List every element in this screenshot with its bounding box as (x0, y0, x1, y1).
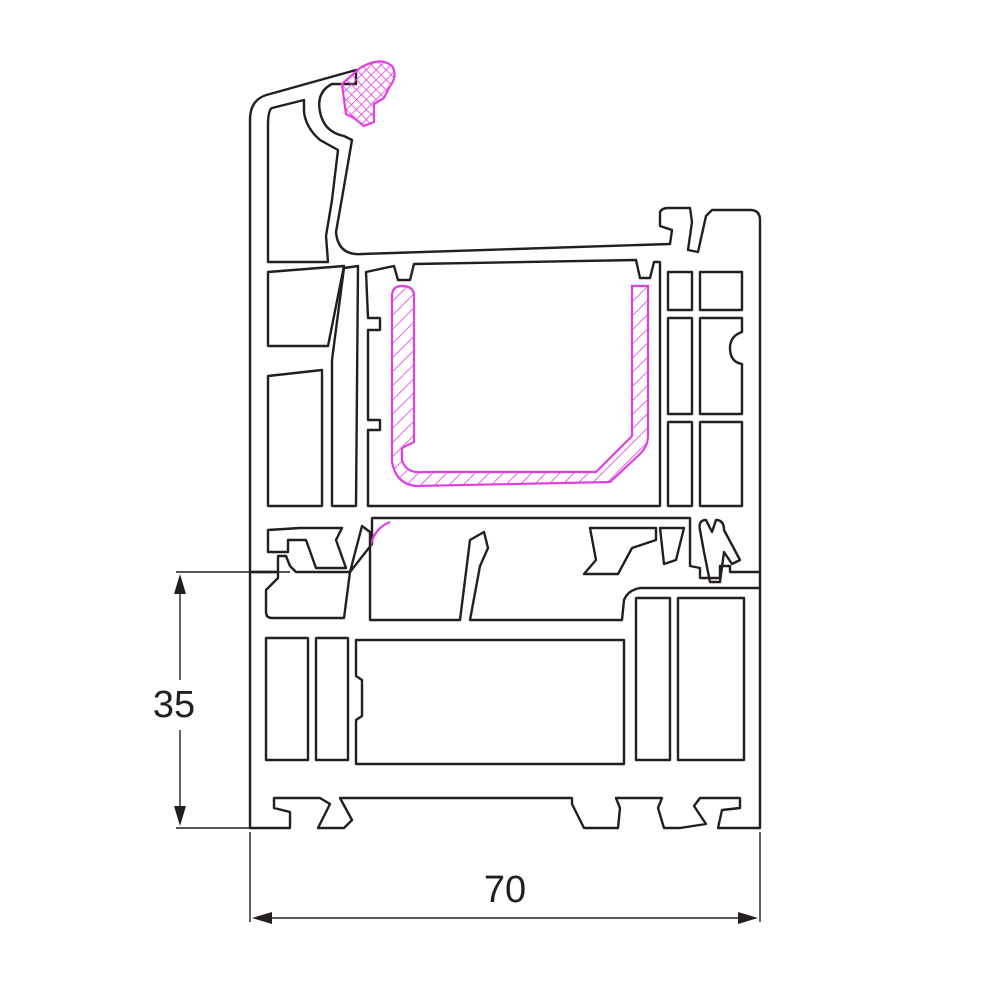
frame-chamber-4 (676, 596, 746, 762)
sash-chamber-r1 (666, 270, 694, 312)
width-dimension: 70 (249, 832, 761, 924)
sash-outer-contour (248, 68, 762, 580)
sash-profile (248, 68, 762, 580)
sash-glazing-chamber (364, 258, 662, 508)
frame-outer-contour (248, 524, 762, 830)
frame-profile (248, 518, 762, 830)
frame-chamber-2 (314, 636, 350, 762)
height-dimension: 35 (153, 571, 290, 829)
width-arrow-left (252, 912, 272, 924)
frame-chamber-3 (634, 596, 672, 762)
sash-chamber-l2 (266, 368, 324, 508)
frame-chamber-center (354, 638, 626, 766)
sash-chamber-r6 (698, 420, 744, 508)
frame-seal-leg (698, 518, 742, 584)
frame-chamber-1 (264, 636, 310, 762)
sash-chamber-top (266, 98, 340, 264)
sash-chamber-l1 (266, 264, 346, 348)
height-dimension-label: 35 (153, 684, 195, 726)
height-arrow-bottom (174, 806, 186, 826)
width-dimension-label: 70 (484, 869, 526, 911)
sash-chamber-r4 (698, 270, 744, 312)
sash-chamber-r5 (698, 316, 744, 416)
sash-chamber-r3 (666, 420, 694, 508)
sash-chamber-r2 (666, 316, 694, 416)
top-gasket (340, 60, 396, 128)
frame-rib-1 (582, 526, 658, 576)
frame-rib-2 (658, 526, 686, 566)
sash-chamber-l3 (330, 264, 360, 508)
height-arrow-top (174, 574, 186, 594)
sash-hook-left (266, 526, 348, 570)
width-arrow-right (738, 912, 758, 924)
glazing-insert (390, 284, 650, 488)
